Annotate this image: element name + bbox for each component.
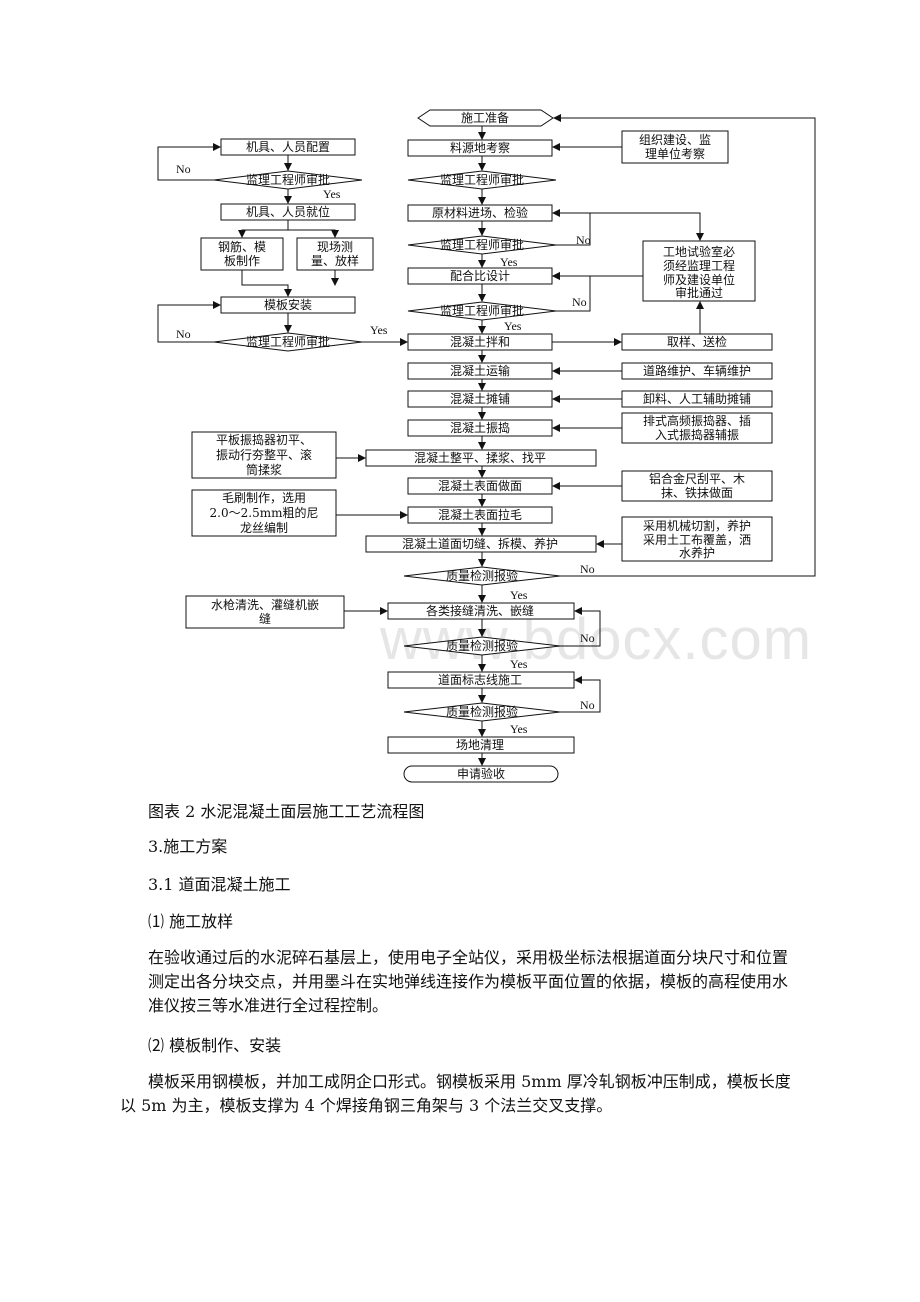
yes-label: Yes — [323, 187, 341, 201]
node-rebar-line2: 板制作 — [224, 254, 260, 268]
note-cure-line2: 采用土工布覆盖，洒 — [643, 533, 751, 547]
paragraph-1: 在验收通过后的水泥碎石基层上，使用电子全站仪，采用极坐标法根据道面分块尺寸和位置… — [148, 948, 789, 1015]
node-approval-3: 监理工程师审批 — [440, 303, 524, 318]
node-inspection-1: 质量检测报验 — [446, 568, 518, 583]
node-approval-2: 监理工程师审批 — [440, 237, 524, 252]
no-label: No — [580, 562, 595, 576]
note-org-line1: 组织建设、监 — [639, 133, 711, 147]
note-brush-line2: 2.0～2.5mm粗的尼 — [210, 505, 319, 520]
node-survey-line1: 现场测 — [317, 240, 353, 254]
node-equipment-ready: 机具、人员就位 — [246, 204, 330, 219]
no-label: No — [176, 327, 191, 341]
node-start: 施工准备 — [461, 111, 509, 125]
note-unloading: 卸料、人工辅助摊铺 — [643, 391, 751, 406]
node-texturing: 混凝土表面拉毛 — [438, 507, 522, 522]
process-flowchart: 施工准备 料源地考察 监理工程师审批 原材料进场、检验 监理工程师审批 配合比设… — [157, 109, 816, 783]
note-cure-line3: 水养护 — [679, 545, 715, 560]
node-approval-left-1: 监理工程师审批 — [246, 172, 330, 187]
item-heading-2: ⑵ 模板制作、安装 — [148, 1036, 282, 1055]
node-formwork-install: 模板安装 — [264, 297, 312, 312]
note-brush-line3: 龙丝编制 — [240, 520, 288, 535]
node-approval-left-2: 监理工程师审批 — [246, 334, 330, 349]
note-vibrator-line2: 入式振捣器辅振 — [655, 427, 739, 442]
node-mixing: 混凝土拌和 — [450, 334, 510, 349]
note-vibrator-line1: 排式高频振捣器、插 — [643, 413, 751, 428]
node-source-survey: 料源地考察 — [450, 141, 510, 155]
yes-label: Yes — [500, 255, 518, 269]
node-materials: 原材料进场、检验 — [432, 205, 528, 220]
yes-label: Yes — [370, 323, 388, 337]
note-road-maint: 道路维护、车辆维护 — [643, 363, 751, 378]
note-level-line1: 平板振捣器初平、 — [216, 432, 312, 447]
node-inspection-3: 质量检测报验 — [446, 704, 518, 719]
note-sampling: 取样、送检 — [667, 334, 727, 349]
node-acceptance: 申请验收 — [457, 766, 505, 781]
note-finish-line1: 铝合金尺刮平、木 — [649, 471, 745, 486]
item-heading-1: ⑴ 施工放样 — [148, 912, 234, 931]
node-joint-sealing: 各类接缝清洗、嵌缝 — [426, 603, 534, 618]
section-heading: 3.施工方案 — [148, 837, 228, 856]
note-lab-line2: 须经监理工程 — [663, 258, 735, 273]
node-equipment-config: 机具、人员配置 — [246, 140, 330, 154]
note-lab-line1: 工地试验室必 — [663, 244, 735, 259]
node-inspection-2: 质量检测报验 — [446, 638, 518, 653]
paragraph-2: 模板采用钢模板，并加工成阴企口形式。钢模板采用 5mm 厚冷轧钢板冲压制成，模板… — [120, 1072, 791, 1115]
yes-label: Yes — [510, 588, 528, 602]
node-surface-finish: 混凝土表面做面 — [438, 478, 522, 493]
no-label: No — [176, 162, 191, 176]
node-cleanup: 场地清理 — [456, 738, 504, 752]
node-spreading: 混凝土摊铺 — [450, 391, 510, 406]
note-wash-line2: 缝 — [259, 611, 271, 626]
note-level-line2: 振动行夯整平、滚 — [216, 447, 312, 462]
note-level-line3: 筒揉浆 — [246, 462, 282, 477]
note-org-line2: 理单位考察 — [645, 146, 705, 161]
node-rebar-line1: 钢筋、模 — [218, 239, 266, 254]
no-label: No — [572, 295, 587, 309]
node-transport: 混凝土运输 — [450, 363, 510, 378]
no-label: No — [576, 233, 591, 247]
node-survey-line2: 量、放样 — [311, 253, 359, 268]
node-leveling: 混凝土整平、揉浆、找平 — [414, 450, 546, 465]
note-wash-line1: 水枪清洗、灌缝机嵌 — [211, 597, 319, 612]
node-cutting: 混凝土道面切缝、拆模、养护 — [402, 536, 558, 551]
no-label: No — [580, 698, 595, 712]
note-lab-line3: 师及建设单位 — [663, 272, 735, 287]
note-brush-line1: 毛刷制作，选用 — [222, 491, 306, 505]
subsection-heading: 3.1 道面混凝土施工 — [148, 875, 291, 894]
node-vibrating: 混凝土振捣 — [450, 420, 510, 435]
note-lab-line4: 审批通过 — [675, 285, 723, 300]
node-marking: 道面标志线施工 — [438, 673, 522, 687]
node-approval-1: 监理工程师审批 — [440, 172, 524, 187]
note-finish-line2: 抹、铁抹做面 — [661, 485, 733, 500]
note-cure-line1: 采用机械切割，养护 — [643, 518, 751, 533]
node-mix-design: 配合比设计 — [450, 268, 510, 283]
yes-label: Yes — [510, 657, 528, 671]
yes-label: Yes — [504, 319, 522, 333]
yes-label: Yes — [510, 722, 528, 736]
no-label: No — [580, 631, 595, 645]
figure-caption: 图表 2 水泥混凝土面层施工工艺流程图 — [148, 802, 425, 821]
